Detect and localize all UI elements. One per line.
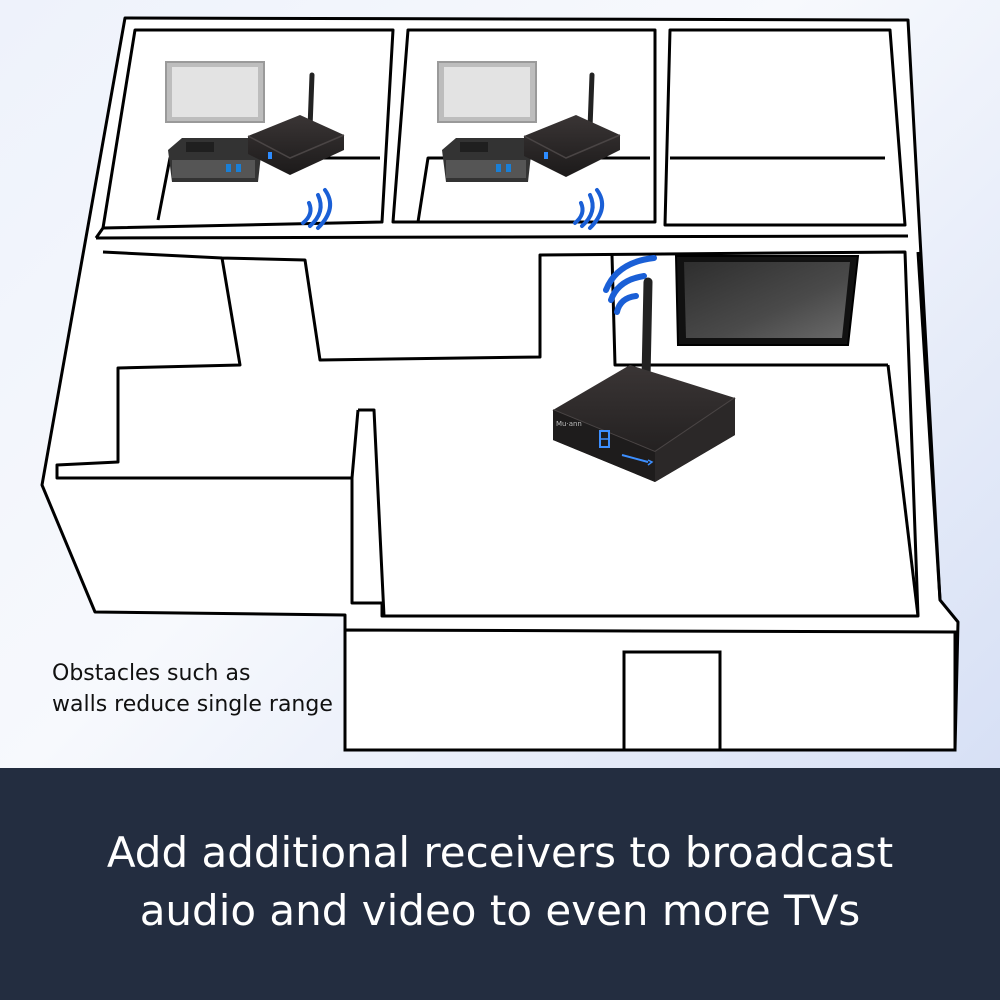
set-top-box-icon (168, 138, 262, 182)
banner-line1: Add additional receivers to broadcast (106, 828, 894, 877)
wifi-signal-icon (603, 255, 657, 315)
svg-text:Mu·ann: Mu·ann (556, 420, 582, 428)
banner-line2: audio and video to even more TVs (139, 886, 861, 935)
receiver-box-icon (247, 72, 345, 175)
tv-screen-icon (674, 255, 860, 346)
floor-plan-illustration: Mu·ann (40, 16, 960, 752)
transmitter-box-icon: Mu·ann (552, 277, 736, 482)
wifi-signal-icon (573, 188, 605, 230)
tv-screen-icon (165, 61, 265, 123)
receiver-box-icon (523, 72, 621, 177)
obstacle-note-line2: walls reduce single range (52, 692, 333, 717)
caption-banner: Add additional receivers to broadcast au… (0, 768, 1000, 1000)
set-top-box-icon (442, 138, 532, 182)
wifi-signal-icon (301, 188, 333, 230)
obstacle-note-line1: Obstacles such as (52, 661, 251, 686)
tv-screen-icon (437, 61, 537, 123)
obstacle-note: Obstacles such as walls reduce single ra… (52, 658, 372, 720)
floor-plan-scene: Mu·ann Obstacles such as walls reduce si… (0, 0, 1000, 768)
door (622, 650, 722, 752)
